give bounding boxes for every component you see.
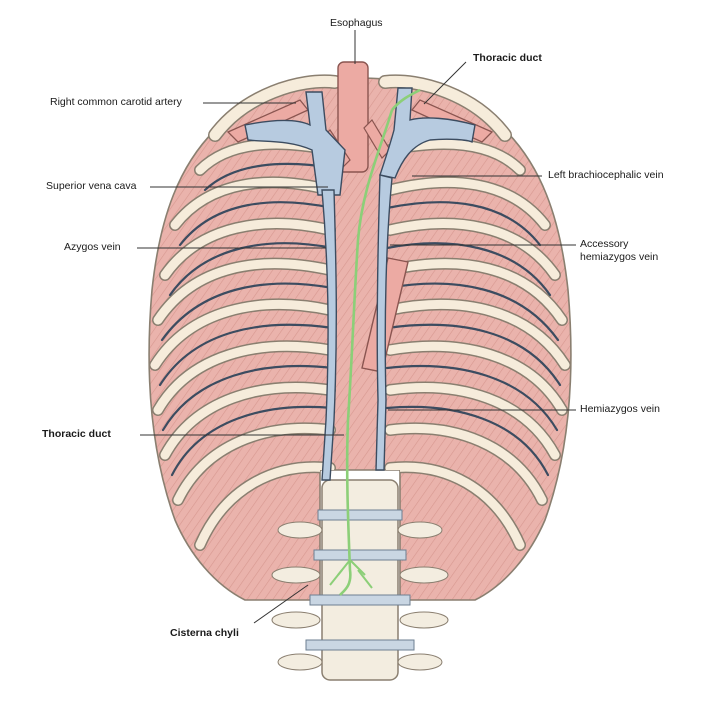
label-cisterna-chyli: Cisterna chyli — [170, 627, 239, 639]
leader-lines — [137, 30, 576, 624]
esophagus — [337, 61, 369, 173]
venous-system — [244, 87, 476, 481]
label-azygos-vein: Azygos vein — [64, 241, 121, 253]
right-brachiocephalic-vein — [244, 91, 346, 196]
label-esophagus: Esophagus — [330, 17, 383, 29]
label-left-brachiocephalic-vein: Left brachiocephalic vein — [548, 169, 664, 181]
thoracic-cage-outline — [148, 77, 572, 601]
label-thoracic-duct-top: Thoracic duct — [473, 52, 542, 64]
thoracic-duct — [339, 109, 394, 596]
label-superior-vena-cava: Superior vena cava — [46, 180, 137, 192]
vertebral-column — [271, 479, 449, 681]
azygos-vein — [321, 189, 338, 481]
hemiazygos-vein — [375, 174, 393, 471]
label-thoracic-duct: Thoracic duct — [42, 428, 111, 440]
label-right-common-carotid-artery: Right common carotid artery — [50, 96, 182, 108]
cisterna-chyli — [329, 559, 373, 589]
label-hemiazygos-vein: Hemiazygos vein — [580, 403, 660, 415]
label-accessory-hemiazygos-vein: Accessory hemiazygos vein — [580, 238, 659, 263]
